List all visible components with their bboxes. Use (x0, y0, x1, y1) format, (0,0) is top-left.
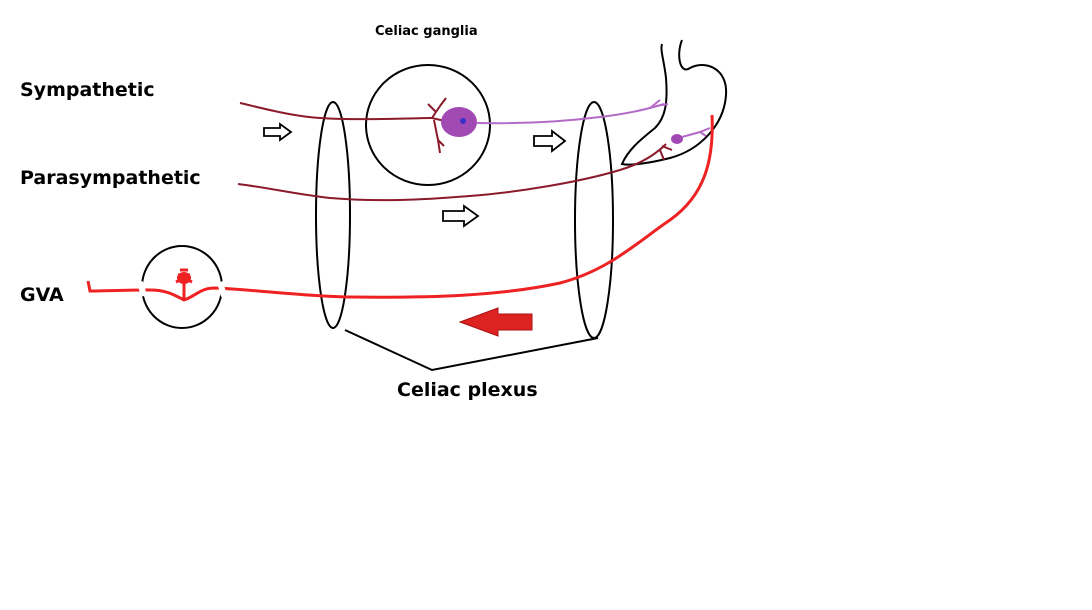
ganglion-nucleus (460, 118, 466, 124)
plexus-bracket (344, 329, 599, 372)
ganglion-dendrites (427, 97, 447, 154)
celiac-ganglia-label: Celiac ganglia (375, 24, 478, 39)
sympathetic-label: Sympathetic (20, 79, 155, 101)
ganglion-cell-body (441, 107, 477, 137)
parasympathetic-label: Parasympathetic (20, 167, 201, 189)
hollow-right-arrow-icon (533, 129, 567, 153)
celiac-ganglion-circle (365, 64, 491, 186)
celiac-plexus-label: Celiac plexus (397, 379, 538, 401)
hollow-right-arrow-icon (263, 122, 293, 142)
solid-left-arrow-icon (458, 307, 533, 337)
gva-circle-gap-left (137, 281, 147, 297)
gva-label: GVA (20, 284, 64, 306)
gva-receptor-blob (177, 272, 191, 284)
gva-circle-gap-right (217, 281, 227, 297)
hollow-right-arrow-icon (442, 204, 480, 228)
parasympathetic-terminal-ganglion (671, 134, 683, 144)
plexus-right-ring (574, 101, 614, 339)
parasympathetic-fiber (237, 143, 673, 202)
sympathetic-preganglionic-fiber (239, 102, 446, 122)
stomach-outline (620, 39, 728, 166)
parasympathetic-terminal-fiber (681, 127, 711, 138)
sympathetic-postganglionic-fiber (475, 99, 669, 125)
gva-fiber (86, 114, 714, 302)
plexus-left-ring (315, 101, 351, 329)
